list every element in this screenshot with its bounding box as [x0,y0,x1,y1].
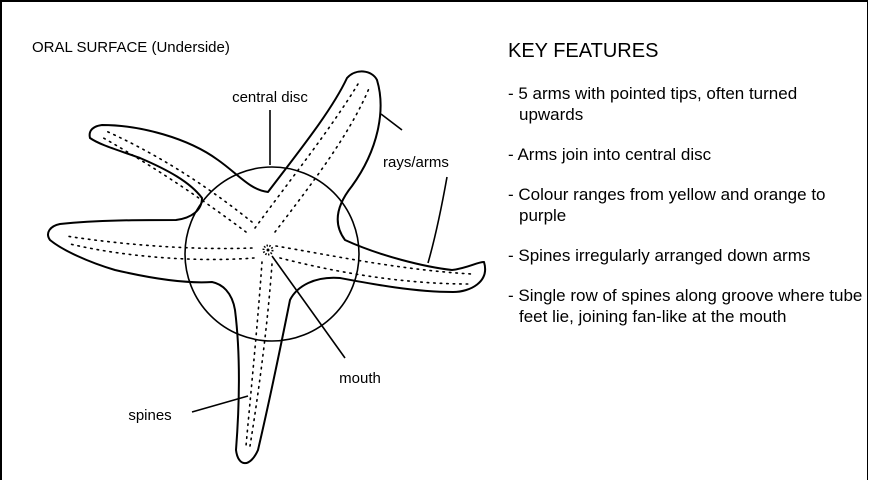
label-spines: spines [128,407,171,424]
mouth-leader [272,256,345,358]
label-rays-arms: rays/arms [383,154,449,171]
key-features-list: - 5 arms with pointed tips, often turned… [508,83,863,327]
key-feature-item: - 5 arms with pointed tips, often turned… [508,83,863,125]
label-mouth: mouth [339,370,381,387]
rays-arms-leader-bottom [428,177,447,263]
central-disc-circle [185,167,359,341]
label-central-disc: central disc [232,89,308,106]
key-features-panel: KEY FEATURES - 5 arms with pointed tips,… [508,40,863,346]
key-feature-item: - Arms join into central disc [508,144,863,165]
key-feature-item: - Colour ranges from yellow and orange t… [508,184,863,226]
mouth-mark [264,246,273,255]
key-features-title: KEY FEATURES [508,40,863,63]
starfish-diagram: central disc rays/arms mouth spines [0,0,500,482]
key-feature-item: - Single row of spines along groove wher… [508,285,863,327]
rays-arms-leader-top [381,114,402,130]
spines-leader [192,396,248,412]
starfish-outline [48,71,485,463]
spine-rows [66,84,472,446]
key-feature-item: - Spines irregularly arranged down arms [508,245,863,266]
